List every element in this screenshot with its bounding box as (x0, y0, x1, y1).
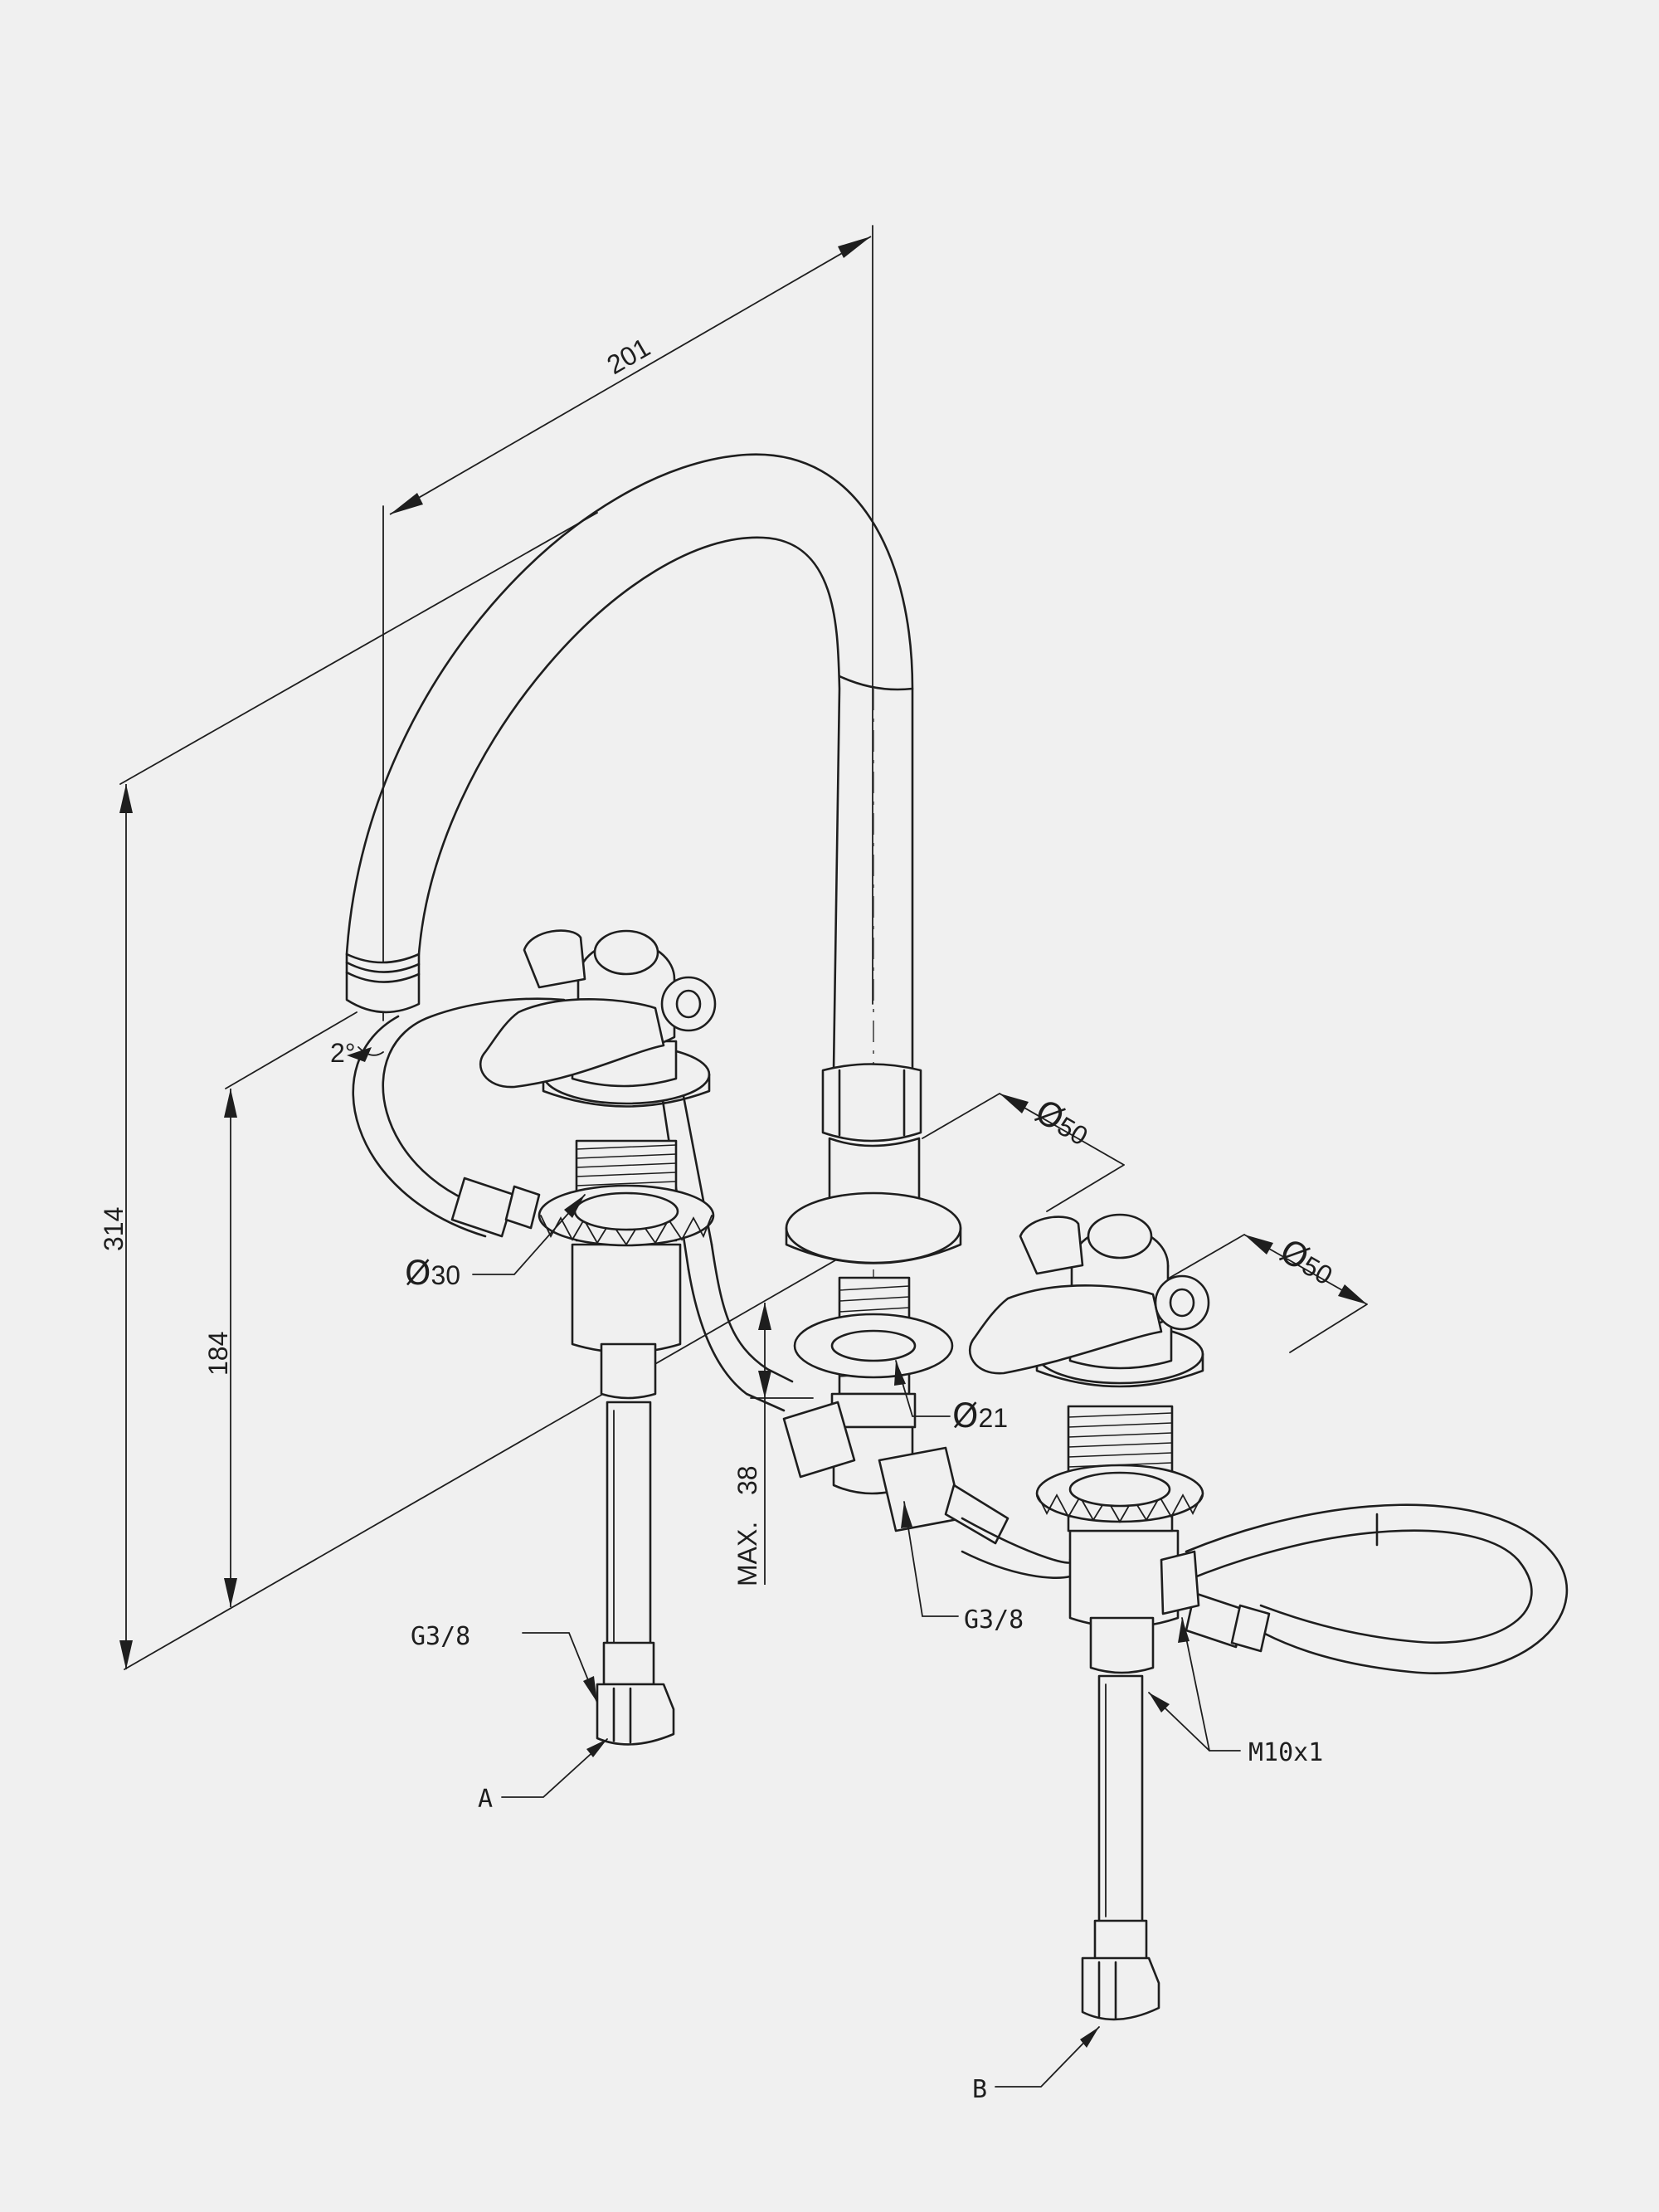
total-height-label: 314 (99, 1207, 129, 1251)
diameter-spout-rosette: Ø50 (1029, 1093, 1096, 1153)
spout (345, 453, 1010, 1545)
hose-thread-label: M10x1 (1248, 1738, 1323, 1767)
leader-lines (472, 1194, 1241, 2088)
diameter-left-body: Ø30 (405, 1255, 460, 1293)
right-valve (969, 1213, 1210, 2021)
left-valve (479, 929, 717, 1746)
labels: 201 314 184 2° MAX. 38 Ø30 Ø50 Ø50 Ø21 G… (99, 332, 1338, 2104)
max-thickness-prefix: MAX. (732, 1522, 762, 1586)
dimension-lines (119, 225, 1368, 1670)
left-hose (352, 997, 794, 1412)
right-hose (961, 1503, 1569, 1674)
inlet-b-label: B (972, 2075, 987, 2104)
max-thickness-value: 38 (732, 1465, 762, 1495)
diameter-spout-shank: Ø21 (952, 1397, 1008, 1435)
angle-label: 2° (330, 1038, 356, 1068)
thread-left-label: G3/8 (411, 1622, 470, 1651)
inlet-a-label: A (478, 1785, 493, 1814)
reach-dimension-label: 201 (602, 332, 655, 380)
outlet-height-label: 184 (203, 1332, 233, 1376)
thread-center-label: G3/8 (964, 1605, 1024, 1635)
